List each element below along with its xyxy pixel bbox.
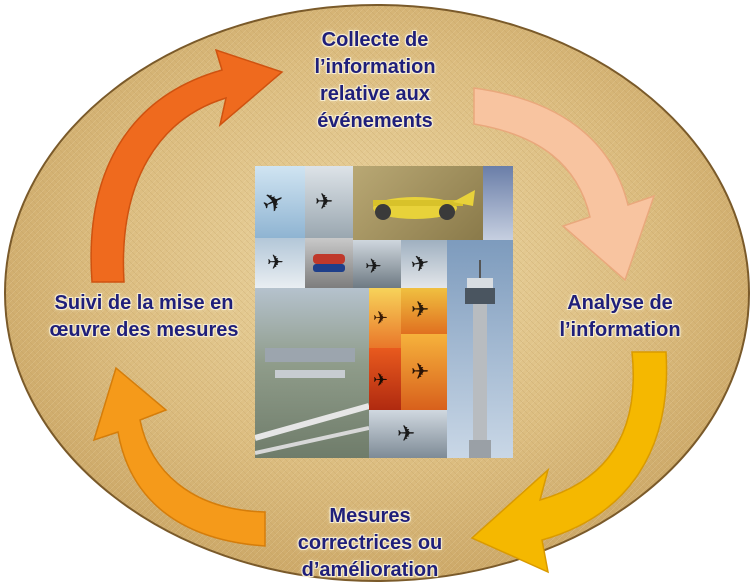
control-tower-icon <box>465 260 495 458</box>
aviation-photo-collage-icon: ✈ ✈ ✈ ✈ ✈ <box>255 166 513 458</box>
arrow-analyse-to-mesures <box>470 351 668 574</box>
tile-control-tower <box>447 240 513 458</box>
propeller-aircraft-icon <box>373 190 475 220</box>
tile-sunset-2: ✈ <box>369 348 401 410</box>
tile-sunset-3: ✈ <box>401 334 447 410</box>
airplane-icon: ✈ <box>365 254 382 278</box>
airplane-icon: ✈ <box>411 298 430 323</box>
tile-jet-sky: ✈ <box>255 166 305 238</box>
airplane-icon: ✈ <box>411 360 430 385</box>
tile-plane-landing: ✈ <box>369 410 447 458</box>
tile-propeller-aircraft <box>353 166 483 240</box>
arrow-suivi-to-collect <box>90 48 284 283</box>
tile-sunset-landing: ✈ <box>401 288 447 334</box>
tile-corner-blue <box>483 166 513 240</box>
airport-aerial-icon <box>255 348 369 455</box>
arrow-mesures-to-suivi <box>92 366 266 547</box>
airplane-icon: ✈ <box>373 308 389 329</box>
tile-takeoff: ✈ <box>305 166 353 238</box>
tile-runway-plane: ✈ <box>353 240 401 288</box>
tile-airport-aerial <box>255 288 369 458</box>
airplane-icon: ✈ <box>408 250 432 279</box>
arrow-collect-to-analyse <box>473 87 656 282</box>
stage-label-collect: Collecte de l’information relative aux é… <box>314 29 436 132</box>
tile-airliner-tail <box>305 238 353 288</box>
airplane-icon: ✈ <box>373 370 389 391</box>
airplane-icon: ✈ <box>315 190 334 215</box>
airplane-icon: ✈ <box>267 250 284 274</box>
tile-sunset-1: ✈ <box>369 288 401 348</box>
tile-plane-small-1: ✈ <box>255 238 305 288</box>
airplane-icon: ✈ <box>397 422 416 447</box>
stage-label-suivi: Suivi de la mise en œuvre des mesures <box>49 292 239 341</box>
stage-label-mesures: Mesures correctrices ou d’amélioration <box>297 505 443 581</box>
stage-label-analyse: Analyse de l’information <box>559 292 681 341</box>
airplane-icon: ✈ <box>257 184 291 222</box>
tile-plane-small-2: ✈ <box>401 240 447 288</box>
